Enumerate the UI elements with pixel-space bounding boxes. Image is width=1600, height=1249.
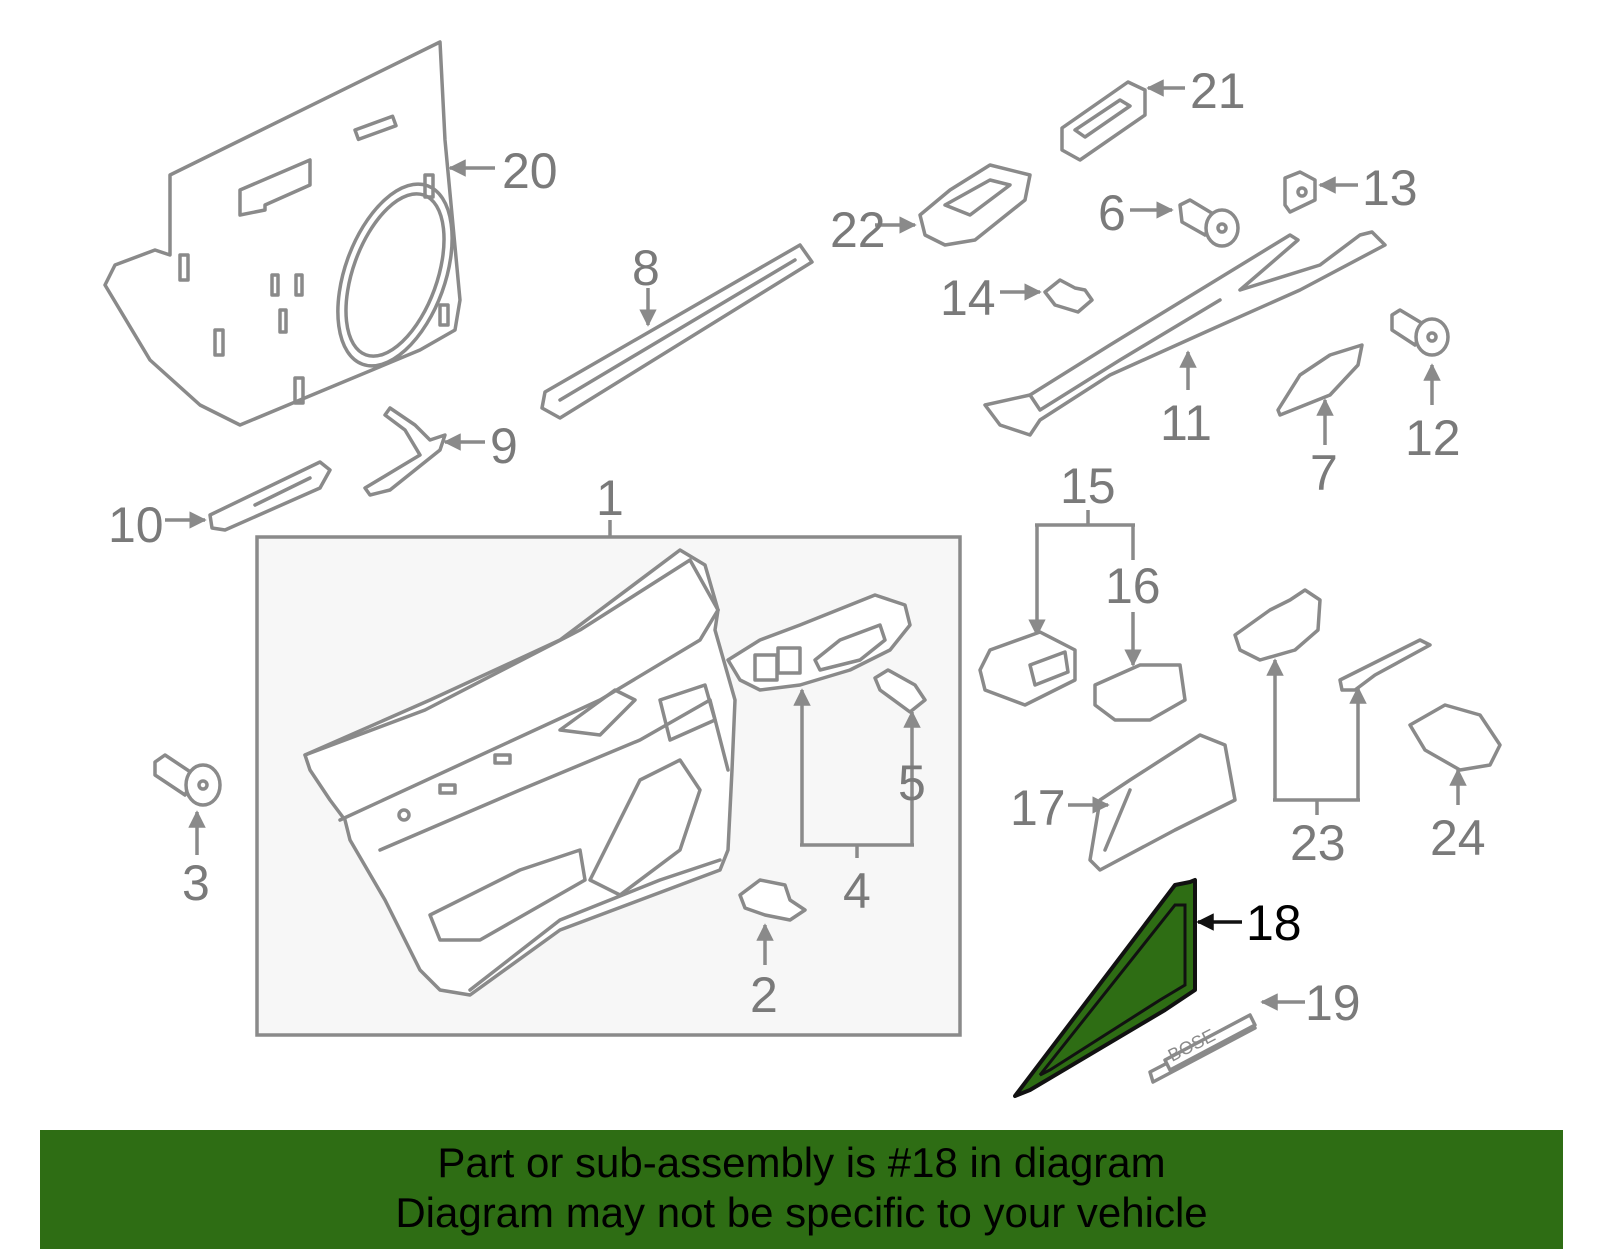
part-14-clip [1043,278,1094,314]
part-3-bolt [153,753,222,807]
callout-2: 2 [750,967,778,1023]
exploded-parts-diagram: BOSE 20 21 22 6 13 14 8 11 12 7 9 10 1 1… [103,40,1502,1098]
callout-21: 21 [1190,63,1246,119]
callout-5: 5 [898,755,926,811]
part-17-speaker-cover [1088,733,1237,872]
callout-10: 10 [108,497,164,553]
callout-7: 7 [1310,445,1338,501]
part-20-inner-panel [103,40,462,427]
part-9-bracket [363,406,447,497]
callout-4: 4 [843,863,871,919]
part-5-bolt [873,668,927,714]
callout-23: 23 [1290,815,1346,871]
part-6-bolt [1178,198,1240,248]
banner-line-1: Part or sub-assembly is #18 in diagram [437,1139,1166,1186]
part-13-clip [1283,170,1317,214]
callout-24: 24 [1430,810,1486,866]
part-18-highlighted-trim[interactable] [1013,878,1197,1098]
part-7-cover [1276,343,1364,417]
callout-20: 20 [502,143,558,199]
part-2-clip [738,878,807,922]
callout-18: 18 [1246,895,1302,951]
callout-13: 13 [1362,160,1418,216]
part-23-handle-bracket [1233,588,1432,692]
callout-11: 11 [1160,395,1212,451]
part-10-trim [208,460,332,532]
callout-14: 14 [940,270,996,326]
callout-16: 16 [1105,558,1161,614]
callout-9: 9 [490,418,518,474]
part-15-socket [978,630,1077,707]
banner-line-2: Diagram may not be specific to your vehi… [395,1189,1208,1236]
callout-19: 19 [1305,975,1361,1031]
callout-22: 22 [830,202,886,258]
callout-17: 17 [1010,780,1066,836]
callout-8: 8 [632,240,660,296]
callout-15: 15 [1060,458,1116,514]
part-1-door-trim-assembly [255,520,962,1037]
callout-12: 12 [1405,410,1461,466]
part-4-switch-panel [726,593,912,692]
part-21-switch [1060,80,1147,162]
callout-3: 3 [182,855,210,911]
part-12-bolt [1390,308,1450,357]
part-22-bracket [918,163,1032,247]
part-19-bose-emblem: BOSE [1148,1013,1257,1084]
callout-6: 6 [1098,185,1126,241]
part-11-armrest-trim [983,230,1387,437]
part-16-cover [1093,663,1187,722]
part-24-handle [1408,703,1502,772]
part-8-trim-strip [540,243,814,420]
info-banner: Part or sub-assembly is #18 in diagram D… [40,1130,1563,1249]
callout-1: 1 [596,470,624,526]
